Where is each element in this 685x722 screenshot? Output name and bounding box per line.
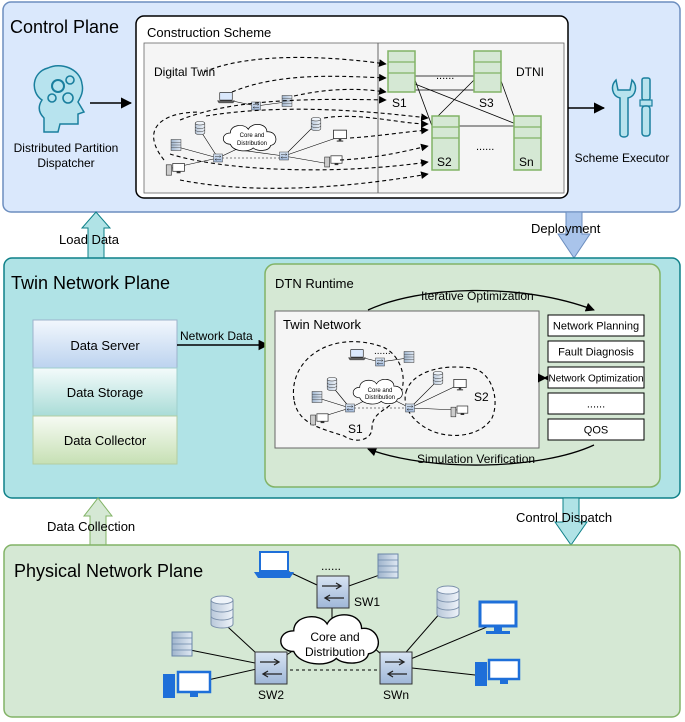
- function-label: ......: [587, 399, 605, 411]
- server-s3: [473, 50, 502, 93]
- desktop-pc-icon-right: [475, 658, 521, 686]
- control-plane-title: Control Plane: [10, 17, 119, 37]
- dtni-bottom-dots: ......: [476, 141, 494, 153]
- dispatcher-label-line1: Distributed Partition: [14, 141, 119, 155]
- physical-core-label-line1: Core and: [310, 630, 359, 644]
- deployment-arrow: [557, 211, 591, 259]
- server-s2-label: S2: [437, 155, 452, 169]
- tn-s2-label: S2: [474, 390, 489, 404]
- function-label: Network Optimization: [548, 374, 643, 385]
- partition-mapping-arrows: [153, 56, 429, 189]
- function-label: Network Planning: [553, 321, 639, 333]
- control-dispatch-label: Control Dispatch: [516, 510, 612, 525]
- database-icon-left: [210, 595, 234, 629]
- server-sn-label: Sn: [519, 155, 534, 169]
- twin-core-label-line2: Distribution: [237, 141, 267, 147]
- simulation-verification-arrow: [367, 444, 595, 466]
- function-box: [547, 418, 645, 441]
- tn-s1-label: S1: [348, 422, 363, 436]
- physical-core-label-line2: Distribution: [305, 645, 365, 659]
- deployment-label: Deployment: [531, 221, 601, 236]
- wrench-screwdriver-icon: [611, 77, 653, 138]
- twin-core-label-line1: Core and: [240, 133, 265, 139]
- data-storage-label: Data Storage: [67, 385, 144, 400]
- swn-switch-icon: [379, 651, 413, 685]
- swn-label: SWn: [383, 688, 409, 702]
- tn-core-label-line2: Distribution: [365, 395, 395, 401]
- construction-scheme-title: Construction Scheme: [147, 25, 271, 40]
- twin-network-box: [274, 310, 540, 449]
- tn-core-label-line1: Core and: [368, 388, 393, 394]
- server-s3-label: S3: [479, 96, 494, 110]
- load-data-label: Load Data: [59, 232, 120, 247]
- digital-twin-network: Core and Distribution: [165, 92, 347, 176]
- function-box: [547, 314, 645, 337]
- control-dispatch-arrow: [554, 497, 588, 546]
- function-box: [547, 392, 645, 415]
- server-s2: [431, 115, 460, 171]
- iterative-optimization-label: Iterative Optimization: [421, 289, 534, 303]
- brain-gears-icon: [33, 64, 86, 133]
- data-storage-layer: [32, 367, 178, 417]
- iterative-optimization-arrow: [367, 289, 595, 312]
- data-collection-label: Data Collection: [47, 519, 135, 534]
- sw1-switch-icon: [316, 575, 350, 609]
- network-data-label: Network Data: [180, 329, 253, 343]
- data-server-layer: [32, 319, 178, 369]
- digital-twin-label: Digital Twin: [154, 65, 215, 79]
- sw1-label: SW1: [354, 595, 380, 609]
- rack-server-icon: [377, 553, 399, 579]
- server-s1-label: S1: [392, 96, 407, 110]
- data-server-label: Data Server: [70, 338, 140, 353]
- rack-server-icon-left: [171, 631, 193, 657]
- dispatcher-label-line2: Dispatcher: [37, 156, 94, 170]
- dtni-top-dots: ......: [436, 70, 454, 82]
- server-s1: [387, 50, 416, 93]
- dtni-label: DTNI: [516, 65, 544, 79]
- monitor-icon-right: [478, 600, 518, 634]
- sw2-label: SW2: [258, 688, 284, 702]
- load-data-arrow: [80, 211, 112, 259]
- database-icon-right: [436, 585, 460, 619]
- data-collector-layer: [32, 415, 178, 465]
- function-label: Fault Diagnosis: [558, 347, 634, 359]
- scheme-executor-label: Scheme Executor: [575, 151, 670, 165]
- twin-plane-title: Twin Network Plane: [11, 273, 170, 293]
- dtni-servers: S1 S3 S2 Sn ...... ......: [387, 50, 542, 171]
- laptop-icon: [254, 551, 294, 578]
- desktop-pc-icon-left: [163, 670, 212, 698]
- tn-dots: ......: [374, 346, 391, 357]
- data-collector-label: Data Collector: [64, 433, 147, 448]
- sw2-switch-icon: [254, 651, 288, 685]
- function-box: [547, 366, 645, 389]
- physical-topology: SW1 ...... Core and Distribution SW2 SWn: [163, 551, 521, 702]
- function-box: [547, 340, 645, 363]
- simulation-verification-label: Simulation Verification: [417, 452, 535, 466]
- twin-network-topology: Core and Distribution ...... S1 S2: [292, 341, 496, 441]
- function-label: QOS: [584, 425, 608, 437]
- physical-dots: ......: [321, 559, 341, 573]
- physical-plane-title: Physical Network Plane: [14, 561, 203, 581]
- dtn-runtime-title: DTN Runtime: [275, 276, 354, 291]
- data-collection-arrow: [82, 497, 114, 546]
- twin-network-title: Twin Network: [283, 317, 362, 332]
- server-sn: [513, 115, 542, 171]
